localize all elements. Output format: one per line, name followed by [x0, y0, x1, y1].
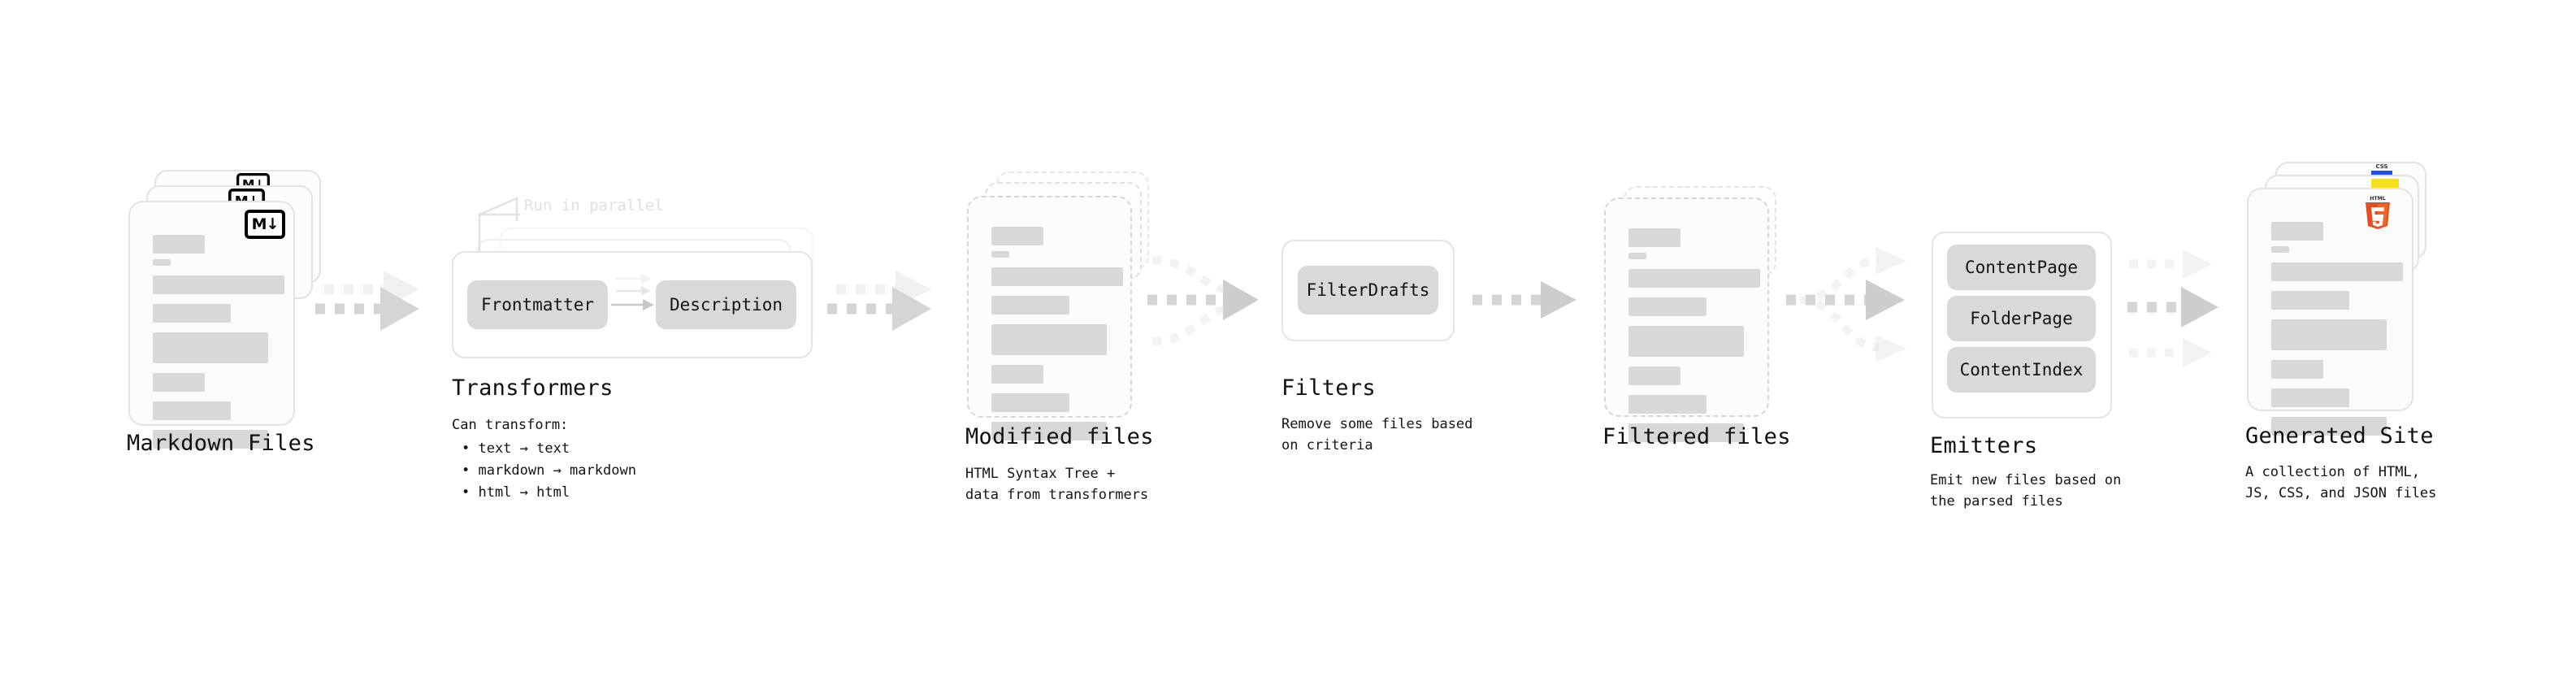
arrow-filtered-to-emitters [1786, 247, 1906, 362]
filters-subtitle: Remove some files based on criteria [1281, 416, 1473, 454]
modified-files-subtitle: HTML Syntax Tree + data from transformer… [965, 466, 1149, 504]
arrow-markdown-to-transformers [315, 271, 419, 331]
content-line [2271, 246, 2289, 253]
content-line [153, 304, 231, 323]
content-line [1628, 326, 1744, 357]
content-line [2271, 417, 2387, 436]
transformers-bullet-2: • html → html [462, 484, 570, 501]
content-line [991, 324, 1107, 355]
content-line [991, 393, 1069, 412]
generated-site-title: Generated Site [2245, 423, 2434, 449]
transformers-title: Transformers [452, 375, 614, 401]
markdown-files-title: Markdown Files [127, 431, 315, 456]
content-line [1628, 228, 1680, 247]
html5-badge-icon: HTML [2363, 193, 2392, 229]
transformers-bullet-0: • text → text [462, 440, 570, 457]
transformer-chip-frontmatter[interactable]: Frontmatter [467, 280, 608, 329]
arrow-modified-to-filters [1147, 256, 1259, 345]
content-line [2271, 388, 2349, 407]
emitters-subtitle: Emit new files based on the parsed files [1930, 472, 2122, 510]
content-line [1628, 269, 1760, 288]
filters-title: Filters [1281, 375, 1376, 401]
modified-file-lines [991, 227, 1123, 440]
content-line [991, 227, 1043, 245]
svg-text:HTML: HTML [2370, 196, 2386, 202]
markdown-badge-arrow-icon: ↓ [266, 215, 280, 233]
content-line [153, 259, 171, 266]
transformers-bullet-1: • markdown → markdown [462, 462, 636, 479]
emitter-chip-contentindex[interactable]: ContentIndex [1947, 347, 2096, 393]
emitter-chip-contentpage[interactable]: ContentPage [1947, 245, 2096, 290]
filter-chip-filterdrafts[interactable]: FilterDrafts [1298, 266, 1438, 314]
content-line [1628, 367, 1680, 385]
content-line [991, 365, 1043, 384]
content-line [1628, 423, 1744, 442]
html5-shield-svg: HTML [2366, 196, 2390, 229]
markdown-file-lines [153, 235, 284, 449]
content-line [153, 401, 231, 420]
markdown-badge-letter: M [251, 215, 267, 233]
content-line [153, 373, 205, 392]
content-line [2271, 319, 2387, 350]
content-line [991, 251, 1009, 258]
filtered-file-card-front [1604, 197, 1769, 442]
emitters-title: Emitters [1930, 433, 2038, 458]
run-in-parallel-label: Run in parallel [524, 197, 664, 215]
transformer-chip-description[interactable]: Description [656, 280, 796, 329]
filtered-files-title: Filtered files [1602, 424, 1791, 449]
content-line [1628, 253, 1646, 259]
content-line [153, 275, 284, 294]
modified-file-card-front [967, 196, 1132, 440]
content-line [153, 235, 205, 254]
generated-site-lines [2271, 222, 2403, 436]
arrow-filters-to-filtered [1472, 281, 1576, 319]
css-badge-text: CSS [2375, 163, 2388, 170]
content-line [991, 267, 1123, 286]
content-line [991, 296, 1069, 314]
arrow-transformers-to-modified [827, 271, 931, 331]
content-line [2271, 360, 2323, 379]
css-badge-bar [2371, 171, 2392, 175]
css-badge-icon: CSS [2371, 164, 2392, 177]
transformers-subtitle: Can transform: [452, 417, 569, 433]
filtered-file-lines [1628, 228, 1760, 442]
content-line [1628, 395, 1706, 414]
content-line [2271, 222, 2323, 241]
modified-files-title: Modified files [965, 424, 1154, 449]
content-line [991, 422, 1107, 440]
content-line [1628, 297, 1706, 316]
arrow-emitters-to-site [2127, 249, 2218, 367]
content-line [2271, 262, 2403, 281]
content-line [153, 430, 268, 449]
content-line [2271, 291, 2349, 310]
markdown-badge-front-icon: M↓ [245, 210, 285, 239]
content-line [153, 332, 268, 363]
generated-site-subtitle: A collection of HTML, JS, CSS, and JSON … [2245, 464, 2437, 502]
emitter-chip-folderpage[interactable]: FolderPage [1947, 296, 2096, 341]
